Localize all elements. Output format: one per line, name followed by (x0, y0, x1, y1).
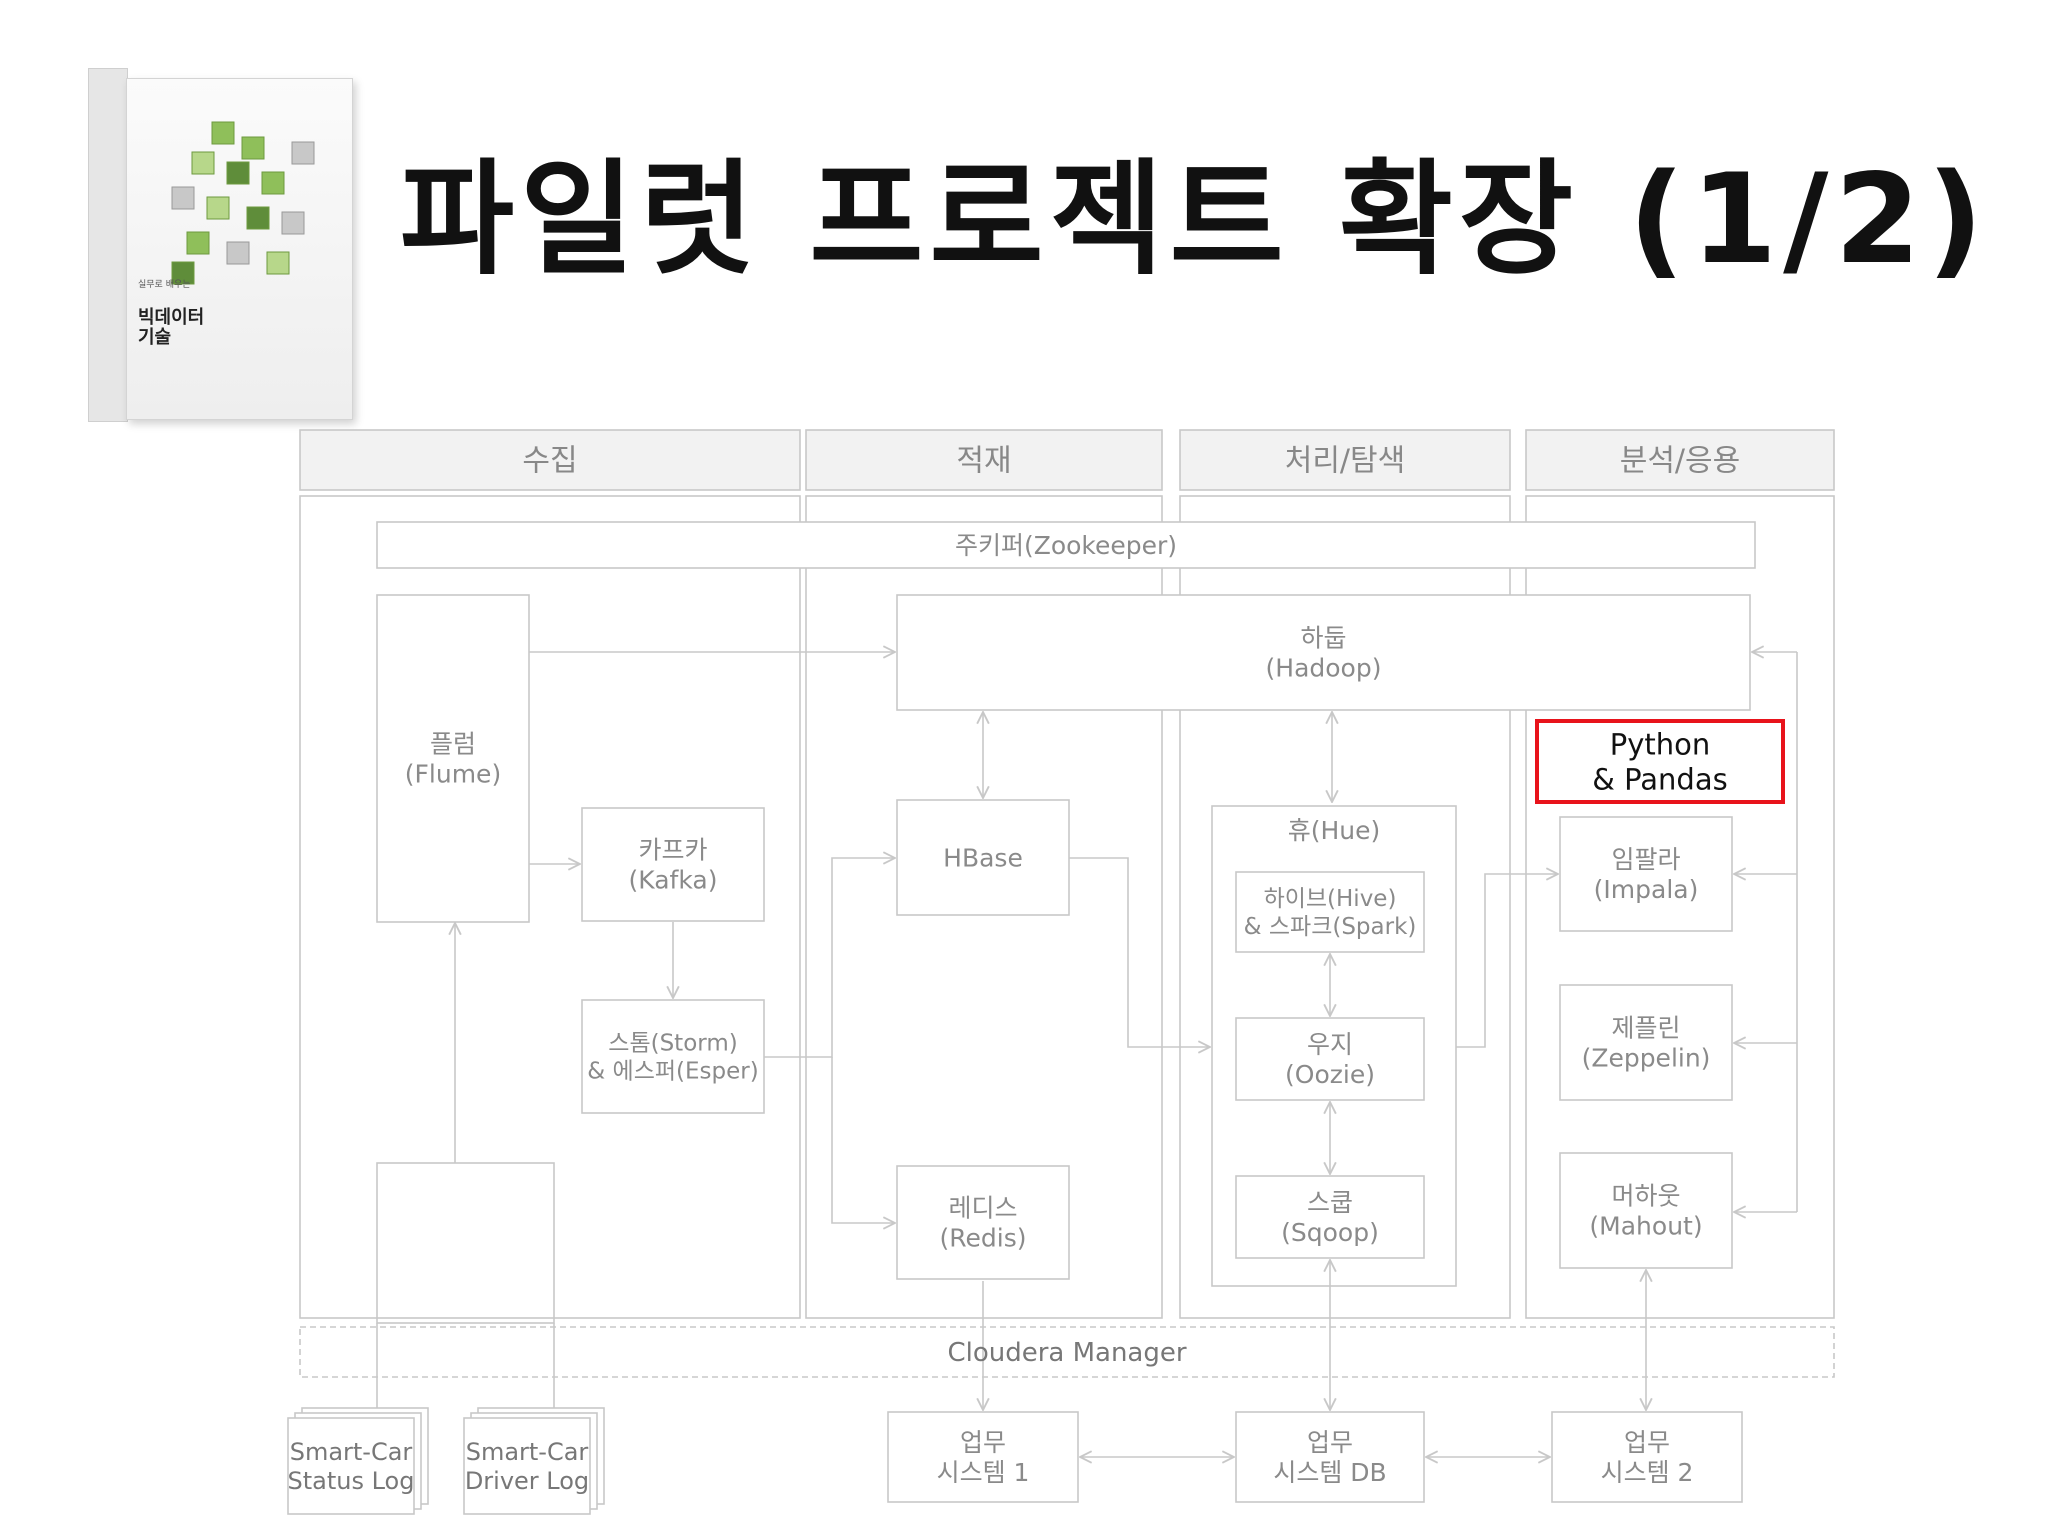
book-cube-art (171, 121, 315, 285)
flume-label: 플럼(Flume) (405, 729, 501, 788)
log-source-box (376, 1162, 555, 1324)
oozie-box (1235, 1017, 1425, 1101)
python-label: Python& Pandas (1592, 728, 1727, 797)
storm-label: 스톰(Storm)& 에스퍼(Esper) (587, 1031, 758, 1085)
hbase-to-oozie (1069, 857, 1210, 1047)
book-spine (88, 68, 128, 422)
status_log-page-1 (287, 1417, 415, 1515)
storm-to-hbase-redis (764, 858, 895, 1058)
book-cover-image: 실무로 배우는 빅데이터 기술 (70, 60, 355, 430)
column-header-2-label: 적재 (956, 444, 1011, 479)
redis-box (896, 1165, 1070, 1280)
column-header-1-label: 수집 (522, 444, 577, 479)
hive-label: 하이브(Hive)& 스파크(Spark) (1244, 886, 1417, 940)
zeppelin-label: 제플린(Zeppelin) (1582, 1013, 1711, 1072)
zookeeper-box (376, 521, 1756, 569)
flume-box (376, 594, 530, 923)
zeppelin-box (1559, 984, 1733, 1101)
column-body-1 (299, 495, 801, 1319)
oozie-label: 우지(Oozie) (1285, 1030, 1375, 1089)
sqoop-box (1235, 1175, 1425, 1259)
hue-label: 휴(Hue) (1288, 816, 1381, 845)
hadoop-box (896, 594, 1751, 711)
kafka-label: 카프카(Kafka) (629, 835, 718, 894)
hbase-label: HBase (943, 843, 1023, 872)
storm-to-redis (831, 1057, 895, 1223)
hive-box (1235, 871, 1425, 953)
mahout-label: 머하웃(Mahout) (1589, 1181, 1702, 1240)
impala-box (1559, 816, 1733, 932)
hadoop-label: 하둡(Hadoop) (1266, 623, 1382, 682)
column-header-3-label: 처리/탐색 (1285, 444, 1406, 479)
zookeeper-label: 주키퍼(Zookeeper) (955, 531, 1177, 560)
oozie-to-impala (1456, 874, 1558, 1048)
sqoop-label: 스쿱(Sqoop) (1281, 1188, 1379, 1247)
column-body-3 (1179, 495, 1511, 1319)
bizdb-box (1235, 1411, 1425, 1503)
column-header-2 (805, 429, 1163, 491)
column-body-2 (805, 495, 1163, 1319)
mahout-box (1559, 1152, 1733, 1269)
redis-label: 레디스(Redis) (940, 1193, 1027, 1252)
book-subtitle: 실무로 배우는 (138, 280, 191, 290)
biz2-box (1551, 1411, 1743, 1503)
column-body-4 (1525, 495, 1835, 1319)
cloudera-label: Cloudera Manager (947, 1338, 1186, 1368)
column-header-4 (1525, 429, 1835, 491)
column-header-1 (299, 429, 801, 491)
column-header-3 (1179, 429, 1511, 491)
python-pandas-box (1535, 719, 1785, 804)
book-title: 빅데이터 기술 (138, 307, 205, 348)
hbase-box (896, 799, 1070, 916)
kafka-box (581, 807, 765, 922)
biz1-box (887, 1411, 1079, 1503)
storm-box (581, 999, 765, 1114)
driver_log-page-1 (463, 1417, 591, 1515)
column-header-4-label: 분석/응용 (1620, 444, 1741, 479)
cloudera-manager-box (299, 1326, 1835, 1378)
impala-label: 임팔라(Impala) (1594, 845, 1699, 904)
slide-title: 파일럿 프로젝트 확장 (1/2) (400, 148, 1990, 292)
